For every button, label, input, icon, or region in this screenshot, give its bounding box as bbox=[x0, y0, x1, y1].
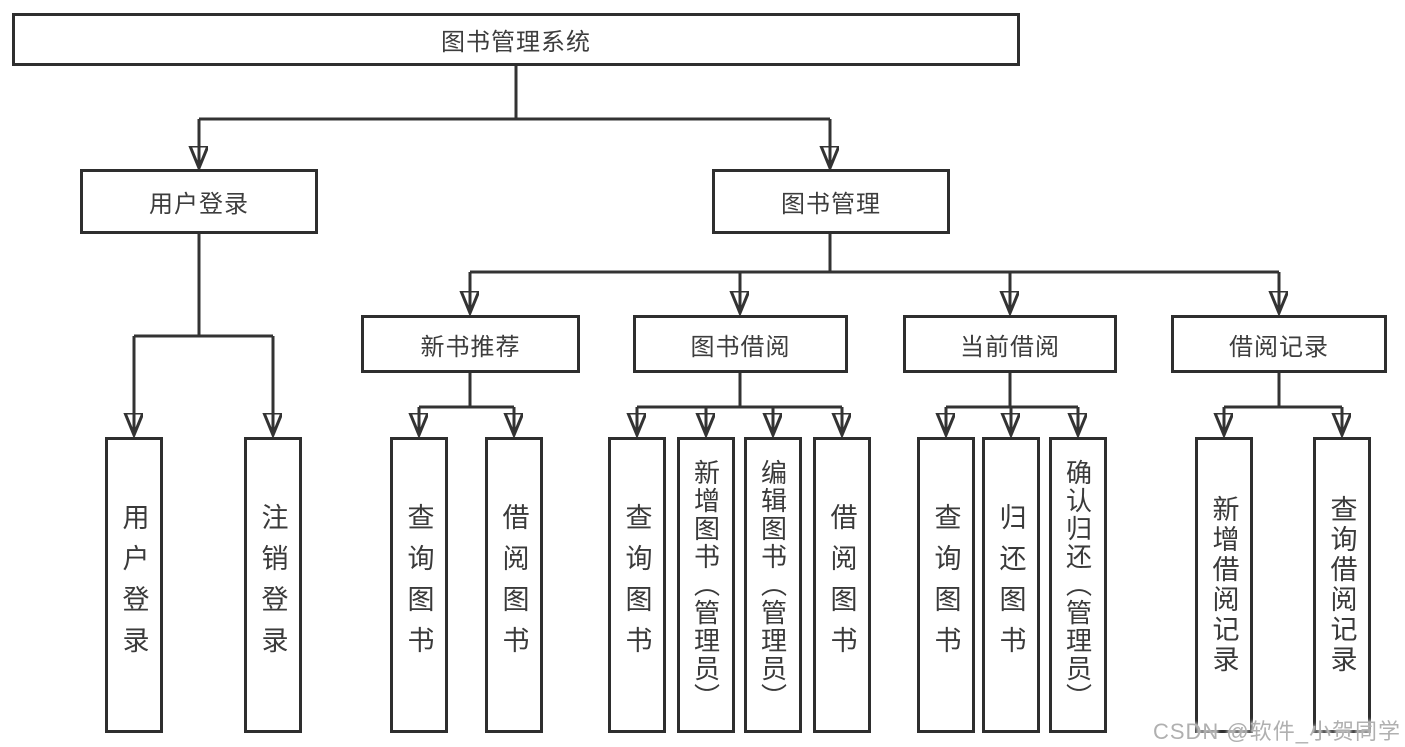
leaf-bb-borrow-books: 借阅图书 bbox=[813, 437, 871, 733]
node-book-borrow-label: 图书借阅 bbox=[690, 333, 791, 361]
leaf-cb-query-books: 查询图书 bbox=[917, 437, 975, 733]
leaf-br-query-record-label: 查询借阅记录 bbox=[1326, 495, 1357, 675]
node-library-system-label: 图书管理系统 bbox=[441, 29, 591, 56]
leaf-user-login: 用户登录 bbox=[105, 437, 163, 733]
leaf-nbr-query-books: 查询图书 bbox=[390, 437, 448, 733]
leaf-logout: 注销登录 bbox=[244, 437, 302, 733]
node-library-system: 图书管理系统 bbox=[12, 13, 1020, 66]
csdn-watermark: CSDN @软件_小贺同学 bbox=[1152, 719, 1401, 744]
node-user-login: 用户登录 bbox=[80, 169, 318, 234]
node-book-management: 图书管理 bbox=[712, 169, 950, 234]
node-book-management-label: 图书管理 bbox=[781, 191, 881, 218]
node-new-book-recommend-label: 新书推荐 bbox=[420, 333, 521, 361]
leaf-br-add-record-label: 新增借阅记录 bbox=[1208, 495, 1239, 675]
leaf-bb-query-books: 查询图书 bbox=[608, 437, 666, 733]
node-current-borrow: 当前借阅 bbox=[903, 315, 1117, 373]
node-current-borrow-label: 当前借阅 bbox=[960, 333, 1060, 361]
node-book-borrow: 图书借阅 bbox=[633, 315, 848, 373]
node-borrow-records-label: 借阅记录 bbox=[1229, 333, 1329, 361]
leaf-br-query-record: 查询借阅记录 bbox=[1313, 437, 1371, 733]
leaf-cb-query-books-label: 查询图书 bbox=[930, 503, 961, 667]
leaf-logout-label: 注销登录 bbox=[257, 503, 288, 667]
node-borrow-records: 借阅记录 bbox=[1171, 315, 1387, 373]
leaf-cb-confirm-return-label: 确认归还（管理员） bbox=[1062, 459, 1093, 711]
leaf-nbr-borrow-books-label: 借阅图书 bbox=[498, 503, 529, 667]
leaf-bb-edit-books-label: 编辑图书（管理员） bbox=[757, 459, 788, 711]
leaf-bb-add-books: 新增图书（管理员） bbox=[677, 437, 735, 733]
leaf-bb-add-books-label: 新增图书（管理员） bbox=[690, 459, 721, 711]
leaf-br-add-record: 新增借阅记录 bbox=[1195, 437, 1253, 733]
leaf-nbr-borrow-books: 借阅图书 bbox=[485, 437, 543, 733]
leaf-bb-borrow-books-label: 借阅图书 bbox=[826, 503, 857, 667]
leaf-cb-confirm-return: 确认归还（管理员） bbox=[1049, 437, 1107, 733]
leaf-nbr-query-books-label: 查询图书 bbox=[403, 503, 434, 667]
node-user-login-label: 用户登录 bbox=[149, 191, 249, 218]
leaf-user-login-label: 用户登录 bbox=[118, 503, 149, 667]
leaf-cb-return-books: 归还图书 bbox=[982, 437, 1040, 733]
node-new-book-recommend: 新书推荐 bbox=[361, 315, 580, 373]
leaf-bb-query-books-label: 查询图书 bbox=[621, 503, 652, 667]
leaf-cb-return-books-label: 归还图书 bbox=[995, 503, 1026, 667]
leaf-bb-edit-books: 编辑图书（管理员） bbox=[744, 437, 802, 733]
